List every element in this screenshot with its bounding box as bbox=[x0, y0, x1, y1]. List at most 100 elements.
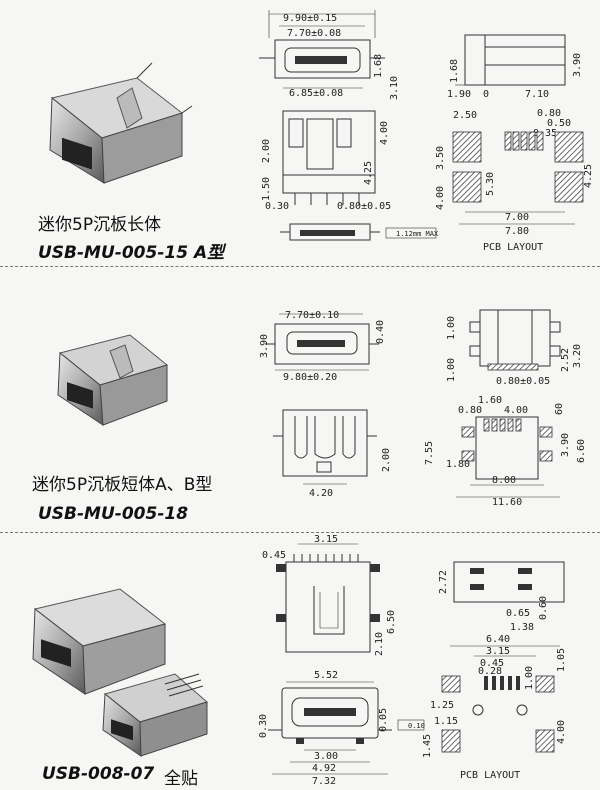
dim-text: 4.20 bbox=[309, 488, 333, 499]
dim-text: 7.80 bbox=[505, 226, 529, 237]
dim-text: 0.50 bbox=[547, 118, 571, 129]
section-usb-008-07: USB-008-07 全贴 3.15 0.45 6.50 2.10 5.52 0… bbox=[0, 534, 600, 790]
dim-text: 2.10 bbox=[374, 632, 385, 656]
drawing-front-view: 5.52 0.30 0.05 0.10 3.00 4.92 7.32 bbox=[258, 670, 425, 787]
section-divider bbox=[0, 266, 600, 267]
dim-text: 0.40 bbox=[375, 320, 386, 344]
dim-text: 7.70±0.08 bbox=[287, 28, 341, 39]
dim-text: 0.35 bbox=[533, 128, 557, 139]
dim-text: 2.00 bbox=[261, 139, 272, 163]
dim-text: 2.72 bbox=[438, 570, 449, 594]
dim-text: 6.60 bbox=[576, 439, 587, 463]
dim-text: 4.25 bbox=[363, 161, 374, 185]
dim-text: 1.60 bbox=[478, 395, 502, 406]
part-number: USB-MU-005-15 A型 bbox=[38, 243, 225, 263]
title-chinese: 迷你5P沉板短体A、B型 bbox=[32, 475, 213, 495]
dim-text: 1.00 bbox=[446, 316, 457, 340]
dim-text: 3.20 bbox=[572, 344, 583, 368]
dim-text: 0.28 bbox=[478, 666, 502, 677]
dim-text: 1.68 bbox=[449, 59, 460, 83]
dim-text: 1.25 bbox=[430, 700, 454, 711]
dim-text: 4.00 bbox=[379, 121, 390, 145]
dim-text: 2.50 bbox=[453, 110, 477, 121]
drawing-top-view: 9.90±0.15 7.70±0.08 6.85±0.08 1.68 3.10 bbox=[259, 10, 400, 100]
dim-text: 4.00 bbox=[556, 720, 567, 744]
dim-text: 0.05 bbox=[378, 708, 389, 732]
dim-text: 0.45 bbox=[262, 550, 286, 561]
drawing-bottom-view: 1.12mm MAX bbox=[280, 223, 439, 241]
dim-text: 1.45 bbox=[422, 734, 433, 758]
dim-text: 7.55 bbox=[424, 441, 435, 465]
dim-text: 3.15 bbox=[314, 534, 338, 545]
dim-text: 6.50 bbox=[386, 610, 397, 634]
dim-text: 7.70±0.10 bbox=[285, 310, 339, 321]
dim-text: 1.00 bbox=[446, 358, 457, 382]
dim-text: 60 bbox=[554, 403, 565, 415]
dim-text: 1.50 bbox=[261, 177, 272, 201]
dim-text: 0.30 bbox=[265, 201, 289, 212]
dim-text: 6.40 bbox=[486, 634, 510, 645]
dim-text: 6.85±0.08 bbox=[289, 88, 343, 99]
dim-text: 3.90 bbox=[572, 53, 583, 77]
dim-text: 3.90 bbox=[259, 334, 270, 358]
dim-text: 9.90±0.15 bbox=[283, 13, 337, 24]
title-chinese: 全贴 bbox=[164, 769, 198, 789]
dim-text: 4.25 bbox=[583, 164, 594, 188]
dim-text: 9.80±0.20 bbox=[283, 372, 337, 383]
pcb-layout-1: 2.50 0.80 0.50 0.35 3.50 5.30 4.00 4.25 … bbox=[435, 108, 594, 253]
drawing-side-view: 1.68 3.90 1.90 0 7.10 bbox=[447, 34, 583, 100]
pcb-layout-3: 6.40 3.15 0.45 0.28 1.00 1.05 1.25 1.15 … bbox=[422, 634, 567, 781]
dim-text: 1.00 bbox=[524, 666, 535, 690]
dim-text: 3.50 bbox=[435, 146, 446, 170]
pcb-layout-2: 1.60 0.80 4.00 60 7.55 1.80 3.90 6.60 8.… bbox=[424, 395, 587, 508]
dim-text: 0.30 bbox=[258, 714, 269, 738]
dim-text: 4.92 bbox=[312, 763, 336, 774]
part-number: USB-MU-005-18 bbox=[38, 504, 189, 524]
dim-text: 3.00 bbox=[314, 751, 338, 762]
dim-text: 2.00 bbox=[381, 448, 392, 472]
dim-text: 1.90 bbox=[447, 89, 471, 100]
pcb-layout-label: PCB LAYOUT bbox=[460, 770, 520, 781]
drawing-front-view: 2.00 4.00 4.25 1.50 0.30 0.80±0.05 bbox=[261, 110, 391, 212]
dim-text: 1.05 bbox=[556, 648, 567, 672]
connector-photo bbox=[57, 334, 169, 426]
drawing-side-view: 2.72 0.65 0.60 1.38 bbox=[438, 561, 565, 633]
dim-text: 0.80 bbox=[458, 405, 482, 416]
drawing-side-view: 1.00 1.00 2.52 3.20 0.80±0.05 bbox=[446, 309, 583, 387]
dim-text: 0.60 bbox=[538, 596, 549, 620]
drawing-top-view: 7.70±0.10 3.90 0.40 9.80±0.20 bbox=[259, 310, 386, 383]
dim-text: 3.10 bbox=[389, 76, 400, 100]
title-chinese: 迷你5P沉板长体 bbox=[38, 215, 162, 235]
dim-text: 3.15 bbox=[486, 646, 510, 657]
dim-text: 0.80 bbox=[537, 108, 561, 119]
connector-photo bbox=[32, 588, 209, 757]
dim-text: 1.68 bbox=[373, 54, 384, 78]
note-text: 1.12mm MAX bbox=[396, 230, 439, 238]
dim-text: 8.00 bbox=[492, 475, 516, 486]
dim-text: 0.45 bbox=[480, 658, 504, 669]
dim-text: 0.80±0.05 bbox=[337, 201, 391, 212]
drawing-top-view: 3.15 0.45 6.50 2.10 bbox=[262, 534, 397, 656]
pcb-layout-label: PCB LAYOUT bbox=[483, 242, 543, 253]
connector-photo bbox=[49, 62, 193, 184]
dim-text: 0.10 bbox=[408, 722, 425, 730]
dim-text: 1.38 bbox=[510, 622, 534, 633]
dim-text: 0.65 bbox=[506, 608, 530, 619]
section-usb-mu-005-18: 迷你5P沉板短体A、B型 USB-MU-005-18 7.70±0.10 3.9… bbox=[0, 268, 600, 530]
dim-text: 7.32 bbox=[312, 776, 336, 787]
dim-text: 5.30 bbox=[485, 172, 496, 196]
part-number: USB-008-07 bbox=[42, 764, 155, 784]
dim-text: 0.80±0.05 bbox=[496, 376, 550, 387]
dim-text: 7.00 bbox=[505, 212, 529, 223]
dim-text: 0 bbox=[483, 89, 489, 100]
dim-text: 5.52 bbox=[314, 670, 338, 681]
dim-text: 1.80 bbox=[446, 459, 470, 470]
drawing-front-view: 2.00 4.20 bbox=[273, 409, 392, 499]
dim-text: 2.52 bbox=[560, 348, 571, 372]
dim-text: 1.15 bbox=[434, 716, 458, 727]
dim-text: 11.60 bbox=[492, 497, 522, 508]
section-divider bbox=[0, 532, 600, 533]
dim-text: 4.00 bbox=[504, 405, 528, 416]
dim-text: 3.90 bbox=[560, 433, 571, 457]
dim-text: 7.10 bbox=[525, 89, 549, 100]
